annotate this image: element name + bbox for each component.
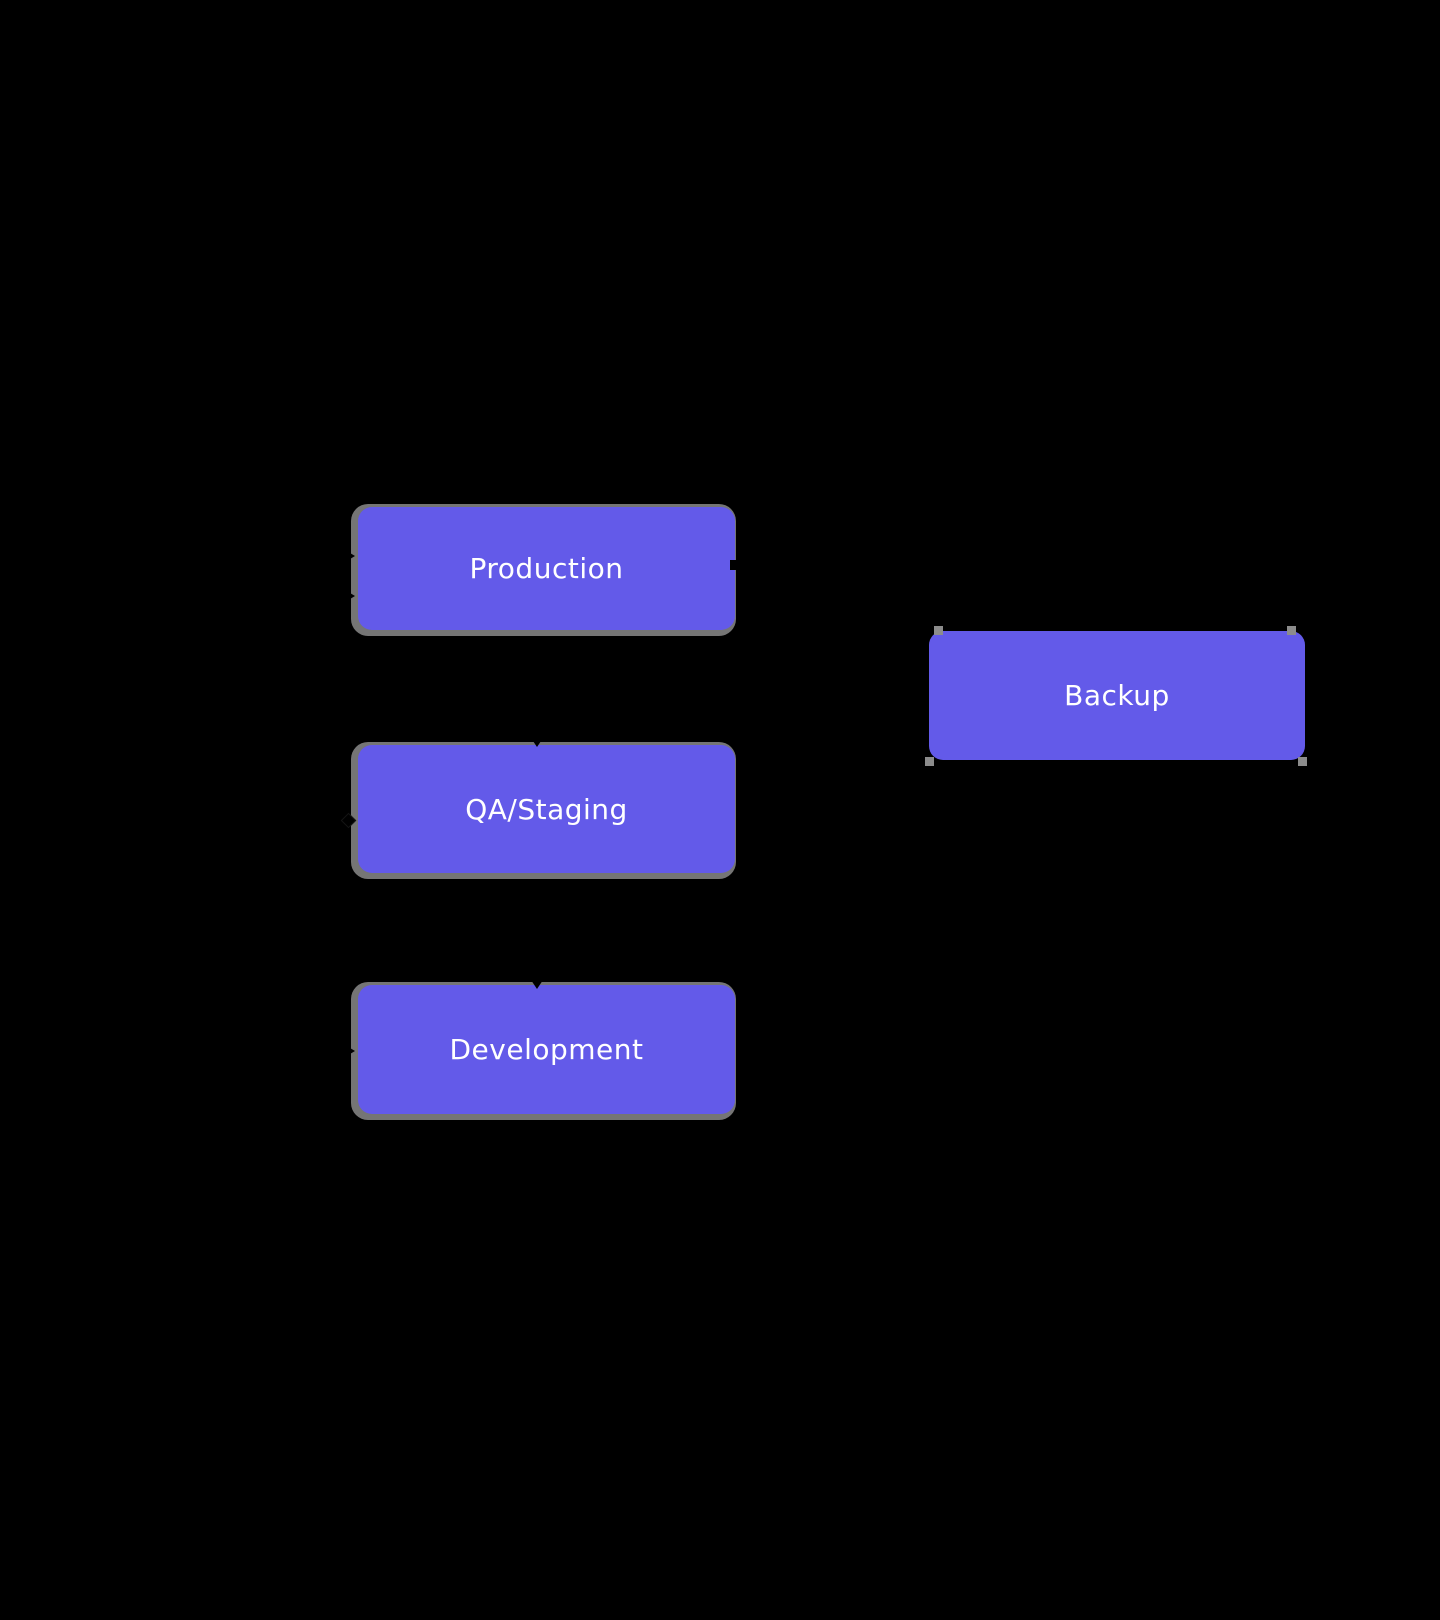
node-body: Backup <box>929 631 1305 760</box>
node-body: QA/Staging <box>358 745 735 873</box>
arrowhead-into-development-top <box>531 980 543 989</box>
node-label-production: Production <box>469 552 624 585</box>
node-label-development: Development <box>449 1033 644 1066</box>
node-qa-staging[interactable]: QA/Staging <box>351 742 736 879</box>
selection-handle-top-left[interactable] <box>934 626 943 635</box>
node-body: Development <box>358 985 735 1114</box>
arrowhead-into-development-left <box>345 1045 355 1057</box>
arrowhead-into-production-left-2 <box>345 590 355 602</box>
node-body: Production <box>358 507 735 630</box>
arrowhead-into-qa-top <box>531 738 543 747</box>
selection-handle-bottom-right[interactable] <box>1298 757 1307 766</box>
selection-handle-bottom-left[interactable] <box>925 757 934 766</box>
node-label-qa-staging: QA/Staging <box>465 792 628 826</box>
edge-endpoint-production-right <box>730 560 736 570</box>
selection-handle-top-right[interactable] <box>1287 626 1296 635</box>
arrowhead-into-production-left-1 <box>345 550 355 562</box>
node-production[interactable]: Production <box>351 504 736 636</box>
node-label-backup: Backup <box>1064 679 1170 712</box>
node-backup[interactable]: Backup <box>925 626 1307 766</box>
node-development[interactable]: Development <box>351 982 736 1120</box>
